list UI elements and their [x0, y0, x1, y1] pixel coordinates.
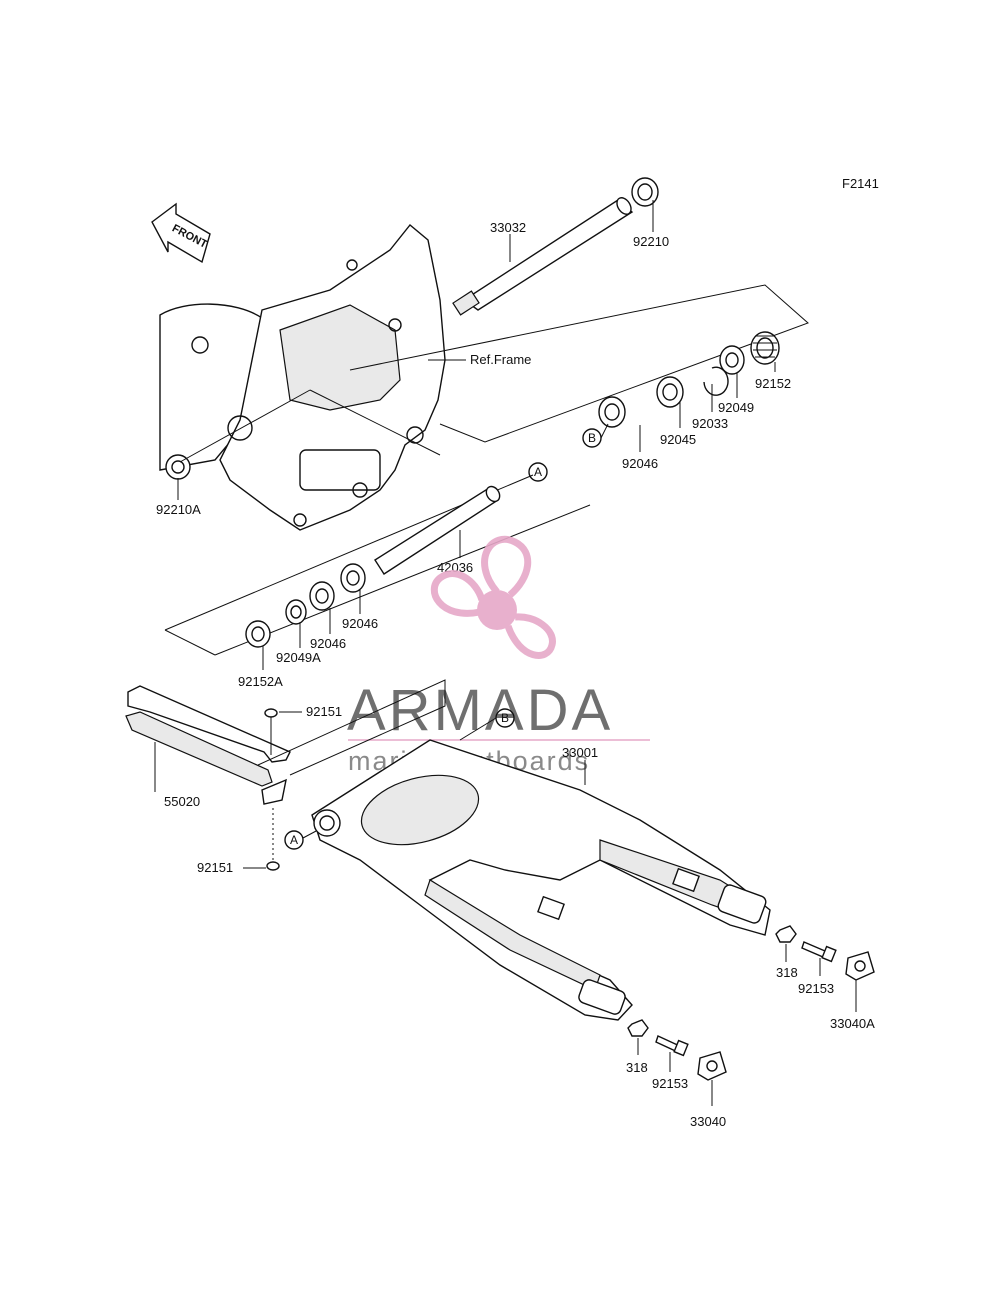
frame-assembly: [159, 224, 446, 531]
callout-b-upper: B: [582, 428, 602, 448]
part-318-right: 318: [776, 965, 798, 980]
part-33040: 33040: [690, 1114, 726, 1129]
bolt-92151-lower: [266, 808, 280, 871]
nut-318-left: [627, 1019, 649, 1037]
circlip-92033: [703, 366, 729, 396]
svg-text:B: B: [588, 431, 596, 445]
part-92153-left: 92153: [652, 1076, 688, 1091]
ref-frame-label: Ref.Frame: [470, 352, 531, 367]
bearing-92046-a: [340, 563, 366, 593]
part-318-left: 318: [626, 1060, 648, 1075]
sleeve-42036: [374, 485, 501, 575]
adjuster-33040: [697, 1051, 727, 1081]
part-92046-b: 92046: [310, 636, 346, 651]
part-92049: 92049: [718, 400, 754, 415]
part-33040A: 33040A: [830, 1016, 875, 1031]
nut-92210A: [165, 454, 191, 480]
chain-guard-55020: [125, 685, 291, 805]
part-55020: 55020: [164, 794, 200, 809]
armada-logo-icon: [430, 535, 556, 659]
svg-text:B: B: [501, 711, 509, 725]
part-92033: 92033: [692, 416, 728, 431]
svg-text:A: A: [290, 833, 298, 847]
nut-318-right: [775, 925, 797, 943]
part-92152A: 92152A: [238, 674, 283, 689]
part-92046-upper: 92046: [622, 456, 658, 471]
part-92151-lower: 92151: [197, 860, 233, 875]
svg-text:A: A: [534, 465, 542, 479]
swing-arm-33001: [311, 739, 771, 1021]
bearing-92046-b: [309, 581, 335, 611]
part-92152: 92152: [755, 376, 791, 391]
front-arrow-icon: FRONT: [151, 202, 211, 264]
seal-92152A: [245, 620, 271, 648]
part-92049A: 92049A: [276, 650, 321, 665]
part-33032: 33032: [490, 220, 526, 235]
seal-92152: [750, 331, 780, 365]
bearing-92046-upper: [598, 396, 626, 428]
adjuster-33040A: [845, 951, 875, 981]
bolt-92153-right: [801, 941, 837, 963]
pivot-shaft-33032: [452, 197, 634, 316]
bolt-92153-left: [655, 1035, 689, 1057]
part-92210: 92210: [633, 234, 669, 249]
part-92153-right: 92153: [798, 981, 834, 996]
part-33001: 33001: [562, 745, 598, 760]
bolt-92151-upper: [264, 708, 278, 755]
nut-92210: [631, 177, 659, 207]
bearing-92045: [656, 376, 684, 408]
part-92151-upper: 92151: [306, 704, 342, 719]
callout-a-lower: A: [284, 830, 304, 850]
callout-a-upper: A: [528, 462, 548, 482]
seal-92049A: [285, 599, 307, 625]
part-92210A: 92210A: [156, 502, 201, 517]
diagram-code: F2141: [842, 176, 879, 191]
watermark-brand: ARMADA: [347, 678, 613, 743]
seal-92049: [719, 345, 745, 375]
part-92046-a: 92046: [342, 616, 378, 631]
part-92045: 92045: [660, 432, 696, 447]
